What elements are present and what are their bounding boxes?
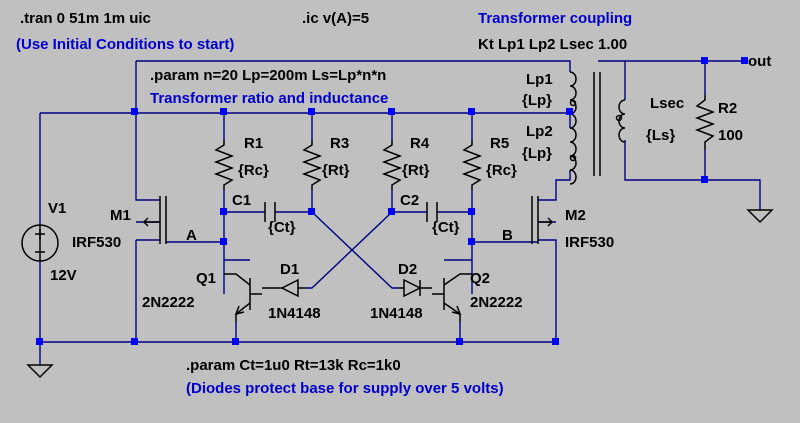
v1-value: 12V: [50, 267, 77, 284]
wires: [39, 60, 761, 365]
r5-value: {Rc}: [486, 162, 517, 179]
ratio-comment: Transformer ratio and inductance: [150, 90, 388, 107]
inductor-lp1[interactable]: [569, 71, 577, 129]
diode-d1[interactable]: [262, 278, 306, 298]
transistor-q2[interactable]: [432, 273, 472, 322]
tran-directive: .tran 0 51m 1m uic: [20, 10, 151, 27]
resistor-r4[interactable]: [381, 140, 403, 190]
m1-ref: M1: [110, 207, 131, 224]
lp2-value: {Lp}: [522, 145, 552, 162]
lp2-ref: Lp2: [526, 123, 553, 140]
resistor-r3[interactable]: [301, 140, 323, 190]
diode-comment: (Diodes protect base for supply over 5 v…: [186, 380, 504, 397]
ic-directive: .ic v(A)=5: [302, 10, 369, 27]
dot-marker-lp2: [569, 154, 577, 162]
inductor-lsec[interactable]: [615, 99, 626, 143]
r2-ref: R2: [718, 100, 737, 117]
r4-ref: R4: [410, 135, 430, 152]
resistor-r1[interactable]: [213, 140, 235, 190]
transistor-q1[interactable]: [224, 273, 262, 322]
dot-marker-lp1: [569, 99, 577, 107]
q2-value: 2N2222: [470, 294, 523, 311]
m2-ref: M2: [565, 207, 586, 224]
mosfet-m1[interactable]: [142, 196, 167, 244]
v1-ref: V1: [48, 200, 66, 217]
m2-value: IRF530: [565, 234, 614, 251]
r4-value: {Rt}: [402, 162, 430, 179]
m1-value: IRF530: [72, 234, 121, 251]
d2-value: 1N4148: [370, 305, 423, 322]
c2-ref: C2: [400, 192, 419, 209]
r1-ref: R1: [244, 135, 263, 152]
net-label-b: B: [502, 227, 513, 244]
lp1-value: {Lp}: [522, 92, 552, 109]
diode-d2[interactable]: [398, 278, 432, 298]
ground-symbol-left: [26, 364, 54, 379]
param-l-directive: .param n=20 Lp=200m Ls=Lp*n*n: [150, 67, 386, 84]
d1-ref: D1: [280, 261, 299, 278]
r3-ref: R3: [330, 135, 349, 152]
junction-dots: [36, 57, 748, 345]
capacitor-c2[interactable]: [426, 202, 438, 222]
net-label-out: out: [748, 53, 771, 70]
coupling-directive: Kt Lp1 Lp2 Lsec 1.00: [478, 36, 627, 53]
q1-ref: Q1: [196, 270, 216, 287]
r2-value: 100: [718, 127, 743, 144]
d1-value: 1N4148: [268, 305, 321, 322]
voltage-source-v1[interactable]: [21, 224, 59, 262]
r1-value: {Rc}: [238, 162, 269, 179]
lsec-value: {Ls}: [646, 127, 675, 144]
q1-value: 2N2222: [142, 294, 195, 311]
param-rc-directive: .param Ct=1u0 Rt=13k Rc=1k0: [186, 357, 401, 374]
transformer-comment: Transformer coupling: [478, 10, 632, 27]
inductor-lp2[interactable]: [569, 127, 577, 185]
ground-symbol-right: [746, 209, 774, 224]
lsec-ref: Lsec: [650, 95, 684, 112]
d2-ref: D2: [398, 261, 417, 278]
r5-ref: R5: [490, 135, 509, 152]
resistor-r2[interactable]: [694, 95, 716, 150]
resistor-r5[interactable]: [461, 140, 483, 190]
capacitor-c1[interactable]: [264, 202, 276, 222]
net-label-a: A: [186, 227, 197, 244]
uic-comment: (Use Initial Conditions to start): [16, 36, 234, 53]
q2-ref: Q2: [470, 270, 490, 287]
c2-value: {Ct}: [432, 219, 460, 236]
lp1-ref: Lp1: [526, 71, 553, 88]
mosfet-m2[interactable]: [531, 196, 554, 244]
transformer-core: [593, 72, 601, 176]
r3-value: {Rt}: [322, 162, 350, 179]
c1-value: {Ct}: [268, 219, 296, 236]
c1-ref: C1: [232, 192, 251, 209]
